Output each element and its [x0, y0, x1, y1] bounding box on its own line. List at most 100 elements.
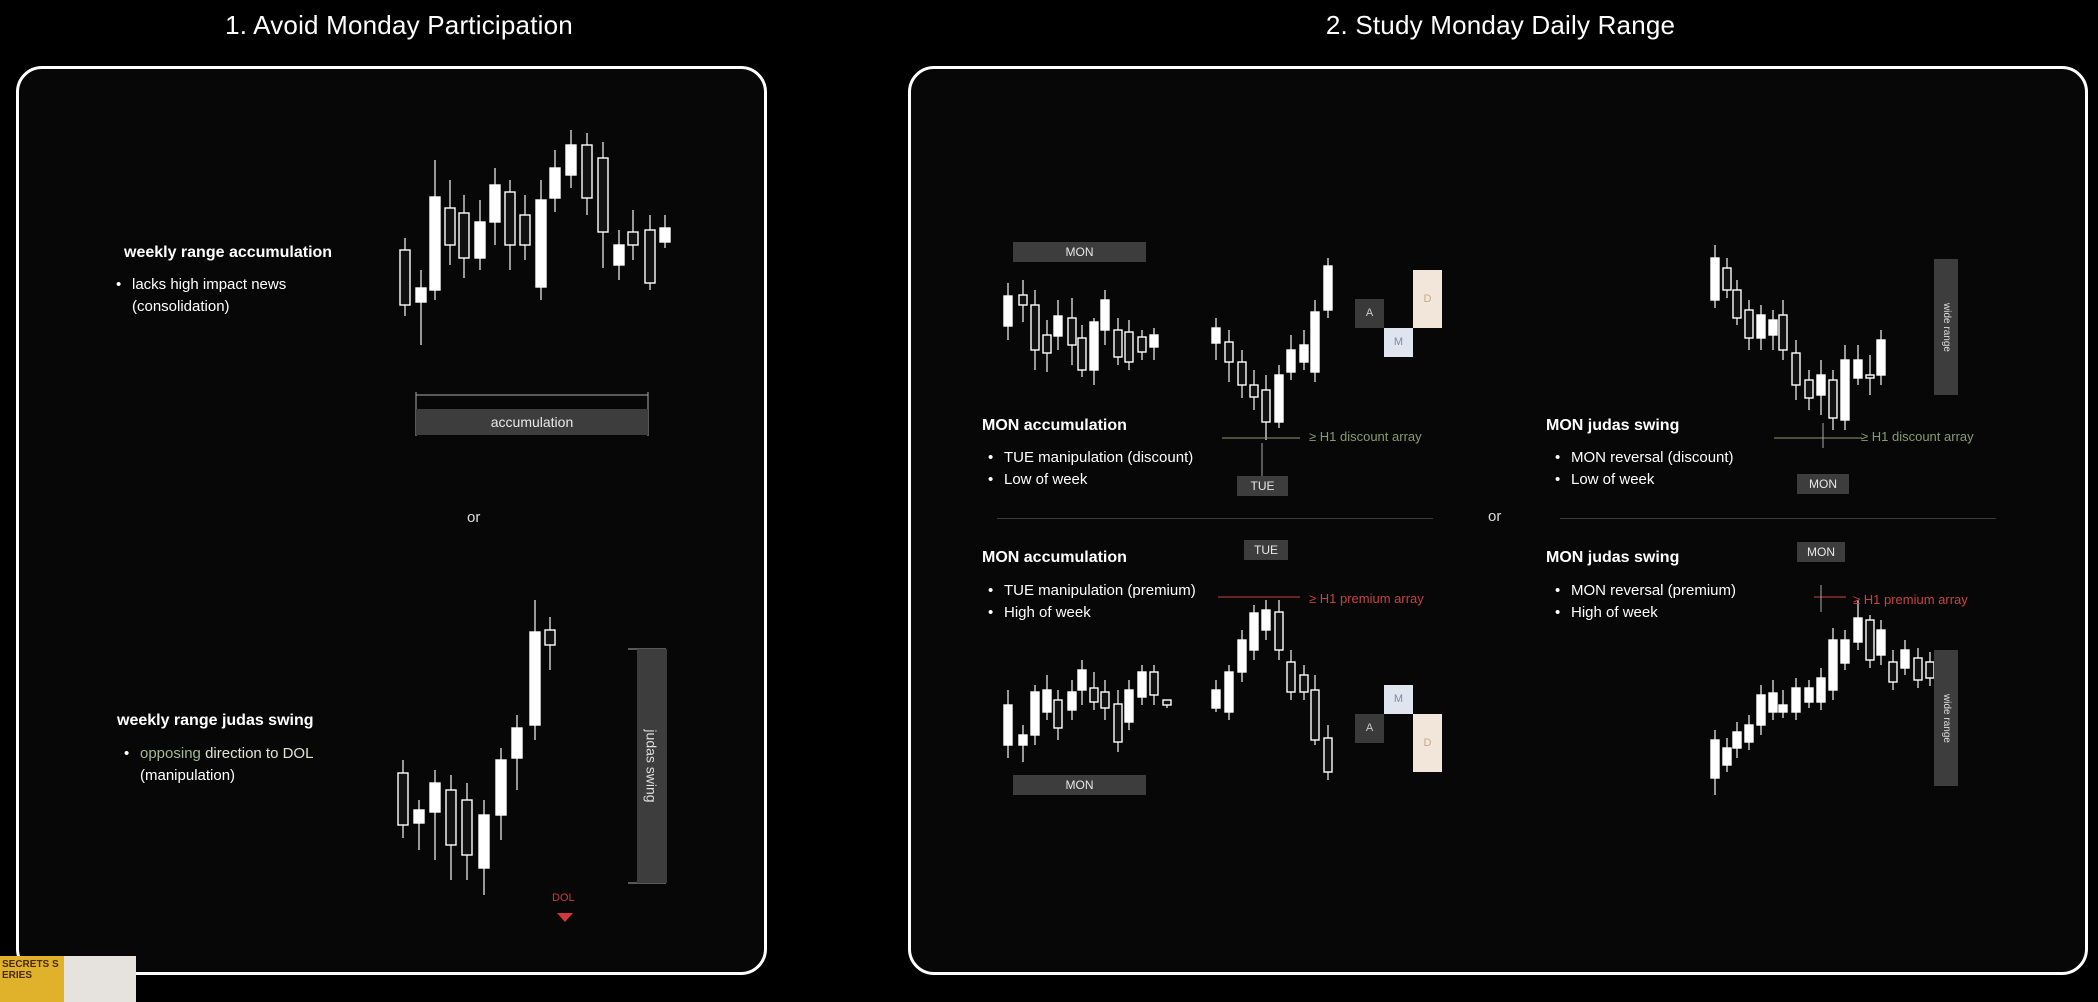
thumbnail-book: SECRETS SERIES: [0, 956, 64, 1002]
q4-candle: [1722, 747, 1732, 766]
bullet-text-opposing: opposing: [140, 745, 206, 762]
q1b-candle: [1286, 349, 1296, 373]
q3b-candle: [1299, 674, 1309, 693]
wide-range-bar-q2: wide range: [1934, 259, 1958, 395]
weekly-accumulation-title: weekly range accumulation: [124, 244, 333, 261]
q4-bullet-1: MON reversal (premium): [1555, 580, 1736, 602]
accumulation-candle: [415, 287, 427, 303]
q2-candle: [1710, 257, 1720, 301]
mon-label-q3-text: MON: [1065, 778, 1094, 792]
q2-candle: [1816, 374, 1826, 396]
q4-array-label: ≥ H1 premium array: [1853, 592, 1968, 607]
weekly-accumulation-bullets: lacks high impact news(consolidation): [116, 274, 286, 318]
accumulation-candle: [474, 221, 486, 259]
accumulation-candle: [565, 144, 577, 176]
q3-candle: [1018, 734, 1028, 746]
q3b-candle: [1286, 661, 1296, 693]
tue-label-q3-text: TUE: [1254, 543, 1278, 557]
q2-candle: [1722, 267, 1732, 291]
accumulation-candle: [597, 157, 609, 233]
q3-array-label: ≥ H1 premium array: [1309, 591, 1424, 606]
amd-d-q3: D: [1423, 737, 1432, 749]
q2-candle: [1865, 374, 1875, 379]
wide-range-bar-q4: wide range: [1934, 650, 1958, 786]
heading-right: 2. Study Monday Daily Range: [1325, 10, 1676, 40]
q3-candle: [1162, 699, 1172, 706]
heading-left: 1. Avoid Monday Participation: [225, 10, 573, 40]
q3-bullets: TUE manipulation (premium) High of week: [988, 580, 1196, 624]
q1-candle: [1018, 294, 1028, 306]
amd-d-box-q1: D: [1413, 270, 1442, 328]
judas-candle: [511, 727, 523, 759]
q4-candle: [1768, 692, 1778, 713]
q3-candle: [1042, 689, 1052, 713]
mon-label-q1-text: MON: [1065, 245, 1094, 259]
q1b-candle: [1323, 265, 1333, 311]
q1-candle: [1077, 337, 1087, 371]
q3b-candle: [1249, 612, 1259, 651]
q3-candle: [1137, 671, 1147, 698]
accumulation-candle: [659, 227, 671, 243]
accumulation-candle: [535, 199, 547, 288]
thumbnail-video: [64, 956, 136, 1002]
q4-candle: [1913, 657, 1923, 681]
right-panel: [908, 66, 2088, 975]
amd-a-box-q3: A: [1355, 714, 1384, 743]
judas-candle: [445, 789, 457, 846]
q3-bullet-2: High of week: [988, 602, 1196, 624]
q1-bullet-2: Low of week: [988, 469, 1193, 491]
q1-candle: [1113, 329, 1123, 358]
mon-label-q1: MON: [1013, 242, 1146, 262]
q1-candle: [1100, 299, 1110, 331]
q4-title: MON judas swing: [1546, 549, 1680, 566]
or-label-left: or: [467, 509, 481, 526]
mon-label-q3: MON: [1013, 775, 1146, 795]
q1-candle: [1137, 336, 1147, 353]
q2-candle: [1756, 314, 1766, 339]
q4-candle: [1876, 629, 1886, 656]
weekly-judas-bullets: opposing direction to DOL(manipulation): [124, 743, 313, 787]
amd-m-box-q3: M: [1384, 685, 1413, 714]
or-label-right: or: [1488, 508, 1502, 525]
q1-title: MON accumulation: [982, 417, 1127, 434]
wide-range-label-q2: wide range: [1940, 302, 1952, 352]
q2-bullet-1: MON reversal (discount): [1555, 447, 1734, 469]
accumulation-candle: [458, 212, 470, 259]
q3-candle: [1077, 669, 1087, 691]
q4-candle: [1791, 687, 1801, 713]
judas-swing-label: judas swing: [644, 729, 660, 803]
q4-candle: [1778, 704, 1788, 713]
accumulation-candle: [519, 214, 531, 246]
q1-candle: [1030, 304, 1040, 351]
q1b-candle: [1237, 361, 1247, 386]
q4-candle: [1828, 639, 1838, 691]
q4-candle: [1744, 724, 1754, 743]
q4-candle: [1925, 661, 1935, 679]
amd-m-box-q1: M: [1384, 328, 1413, 357]
q1-array-label: ≥ H1 discount array: [1309, 429, 1422, 444]
q3-candle: [1113, 703, 1123, 743]
q3-candle: [1053, 699, 1063, 729]
bullet-item: lacks high impact news(consolidation): [116, 274, 286, 318]
q3-candle: [1124, 689, 1134, 723]
amd-a-box-q1: A: [1355, 299, 1384, 328]
q1-candle: [1003, 295, 1013, 327]
q2-candle: [1732, 289, 1742, 319]
amd-d-q1: D: [1423, 293, 1432, 305]
bullet-item: opposing direction to DOL(manipulation): [124, 743, 313, 787]
q1-candle: [1089, 321, 1099, 371]
q2-candle: [1768, 319, 1778, 336]
bullet-text-dol: direction to DOL: [205, 745, 314, 762]
tue-label-q3: TUE: [1244, 540, 1288, 560]
thumbnail-text: SECRETS SERIES: [2, 959, 59, 981]
q3b-candle: [1261, 609, 1271, 631]
q1-candle: [1042, 334, 1052, 354]
accumulation-candle: [399, 249, 411, 306]
q2-candle: [1804, 379, 1814, 399]
tue-label-q1-text: TUE: [1250, 479, 1275, 493]
tue-label-q1: TUE: [1237, 476, 1288, 496]
judas-candle: [495, 759, 507, 816]
q2-candle: [1853, 359, 1863, 379]
q4-bullets: MON reversal (premium) High of week: [1555, 580, 1736, 624]
